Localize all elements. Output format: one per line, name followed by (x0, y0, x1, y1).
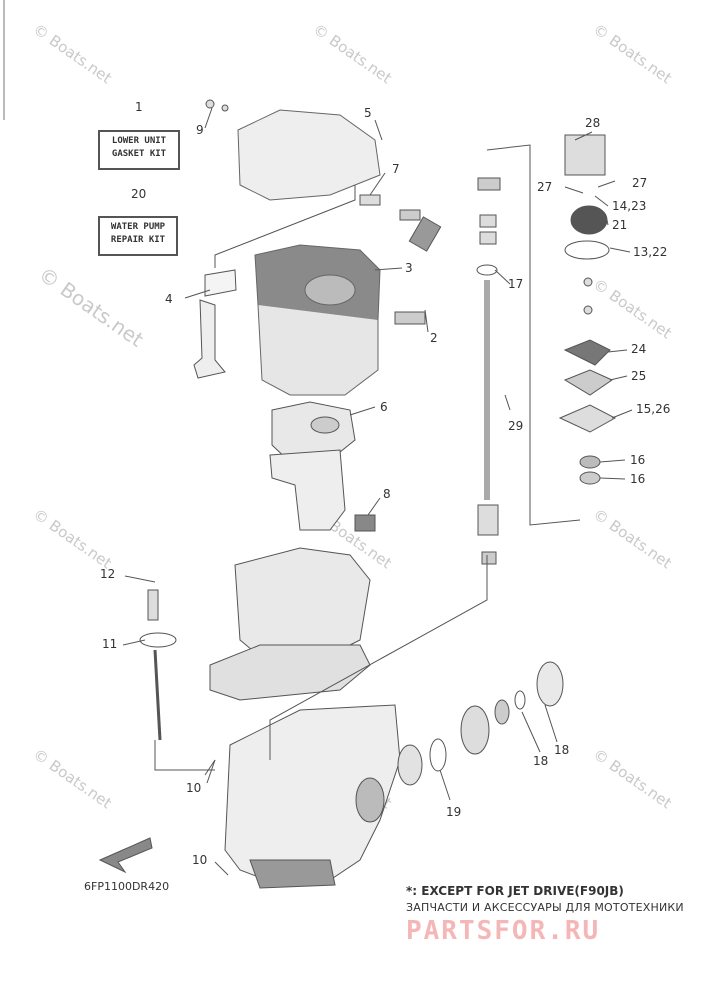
callout-21: 21 (612, 218, 628, 232)
callout-27: 27 (537, 180, 553, 194)
diagram-code: 6FP1100DR420 (84, 880, 170, 893)
shop-subtitle: ЗАПЧАСТИ И АКСЕССУАРЫ ДЛЯ МОТОТЕХНИКИ (406, 901, 684, 914)
callout-27: 27 (632, 176, 648, 190)
callout-11: 11 (102, 637, 118, 651)
callout-15-26: 15,26 (636, 402, 671, 416)
callout-16: 16 (630, 472, 646, 486)
callout-29: 29 (508, 419, 524, 433)
callout-10: 10 (192, 853, 208, 867)
callout-18: 18 (554, 743, 570, 757)
callout-25: 25 (631, 369, 647, 383)
callout-9: 9 (196, 123, 204, 137)
callout-17: 17 (508, 277, 524, 291)
kit-line: GASKET KIT (111, 149, 167, 159)
callout-10: 10 (186, 781, 202, 795)
callout-24: 24 (631, 342, 647, 356)
callout-12: 12 (100, 567, 116, 581)
callout-14-23: 14,23 (612, 199, 647, 213)
water-pump-repair-kit-box: WATER PUMP REPAIR KIT (98, 216, 178, 256)
callout-19: 19 (446, 805, 462, 819)
kit-line: LOWER UNIT (111, 136, 167, 146)
upper-casing (237, 109, 381, 396)
kit-line: REPAIR KIT (110, 235, 166, 245)
callout-6: 6 (380, 400, 388, 414)
shop-brand-logo: PARTSFOR.RU (406, 916, 601, 946)
lower-unit-gasket-kit-box: LOWER UNIT GASKET KIT (98, 130, 180, 170)
callout-7: 7 (392, 162, 400, 176)
callout-5: 5 (364, 106, 372, 120)
jet-drive-note: *: EXCEPT FOR JET DRIVE(F90JB) (406, 884, 624, 898)
callout-20: 20 (131, 187, 147, 201)
callout-16: 16 (630, 453, 646, 467)
callout-3: 3 (405, 261, 413, 275)
kit-line: WATER PUMP (110, 222, 166, 232)
callout-1: 1 (135, 100, 143, 114)
callout-2: 2 (430, 331, 438, 345)
callout-28: 28 (585, 116, 601, 130)
callout-18: 18 (533, 754, 549, 768)
callout-4: 4 (165, 292, 173, 306)
callout-13-22: 13,22 (633, 245, 668, 259)
callout-8: 8 (383, 487, 391, 501)
